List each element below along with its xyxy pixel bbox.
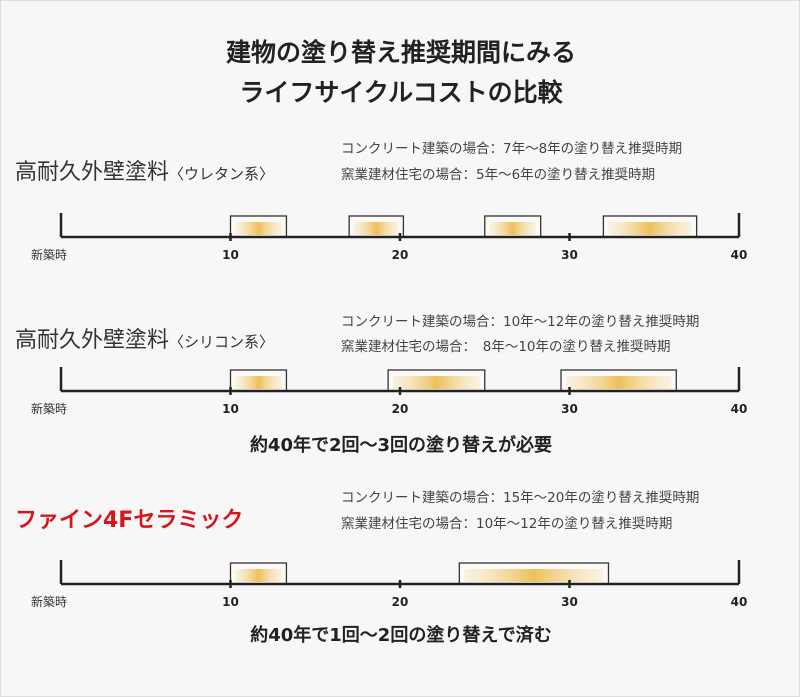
repaint-period-fill — [464, 569, 604, 582]
repaint-period-fill — [489, 222, 536, 235]
row-2-timeline: 新築時 10 20 30 40 — [31, 367, 747, 416]
row-3-heading: ファイン4Fセラミック — [15, 508, 243, 533]
axis-tick-label: 新築時 — [31, 247, 67, 262]
axis-tick-label: 30 — [561, 595, 578, 609]
axis-tick-label: 20 — [392, 402, 409, 416]
axis-tick-label: 20 — [392, 595, 409, 609]
repaint-period-fill — [354, 222, 399, 235]
row-2-note-2: 窯業建材住宅の場合： 8年～10年の塗り替え推奨時期 — [341, 338, 671, 355]
row-1-name: 高耐久外壁塗料 — [15, 160, 169, 185]
repaint-period-fill — [566, 376, 672, 389]
axis-tick-label: 30 — [561, 402, 578, 416]
axis-tick-label: 新築時 — [31, 594, 67, 609]
row-1-note-1: コンクリート建築の場合：7年～8年の塗り替え推奨時期 — [341, 140, 682, 157]
repaint-period-fill — [235, 569, 282, 582]
row-3-note-1: コンクリート建築の場合：15年～20年の塗り替え推奨時期 — [341, 489, 699, 506]
repaint-period-fill — [393, 376, 480, 389]
row-3-timeline: 新築時 10 20 30 40 — [31, 560, 747, 609]
repaint-period-fill — [608, 222, 692, 235]
row-2-heading: 高耐久外壁塗料〈シリコン系〉 — [15, 328, 274, 353]
axis-tick-label: 10 — [222, 595, 239, 609]
row-1-timeline: 新築時 10 20 30 40 — [31, 213, 747, 262]
axis-tick-label: 40 — [731, 248, 748, 262]
row-3-note-2: 窯業建材住宅の場合：10年～12年の塗り替え推奨時期 — [341, 515, 672, 532]
row-1-note-2: 窯業建材住宅の場合：5年～6年の塗り替え推奨時期 — [341, 166, 655, 183]
repaint-period-fill — [235, 376, 282, 389]
row-2-note-1: コンクリート建築の場合：10年～12年の塗り替え推奨時期 — [341, 313, 699, 330]
row-2-summary: 約40年で2回～3回の塗り替えが必要 — [250, 434, 552, 456]
axis-tick-label: 20 — [392, 248, 409, 262]
row-3-summary: 約40年で1回～2回の塗り替えで済む — [250, 624, 552, 646]
axis-tick-label: 新築時 — [31, 401, 67, 416]
axis-tick-label: 40 — [731, 595, 748, 609]
axis-tick-label: 10 — [222, 248, 239, 262]
row-1-type: 〈ウレタン系〉 — [169, 165, 274, 183]
row-2-type: 〈シリコン系〉 — [169, 333, 274, 351]
repaint-period-fill — [235, 222, 282, 235]
row-2-name: 高耐久外壁塗料 — [15, 328, 169, 353]
axis-tick-label: 30 — [561, 248, 578, 262]
title-line-1: 建物の塗り替え推奨期間にみる — [226, 38, 576, 67]
axis-tick-label: 40 — [731, 402, 748, 416]
title-line-2: ライフサイクルコストの比較 — [239, 78, 563, 107]
row-1-heading: 高耐久外壁塗料〈ウレタン系〉 — [15, 160, 274, 185]
axis-tick-label: 10 — [222, 402, 239, 416]
